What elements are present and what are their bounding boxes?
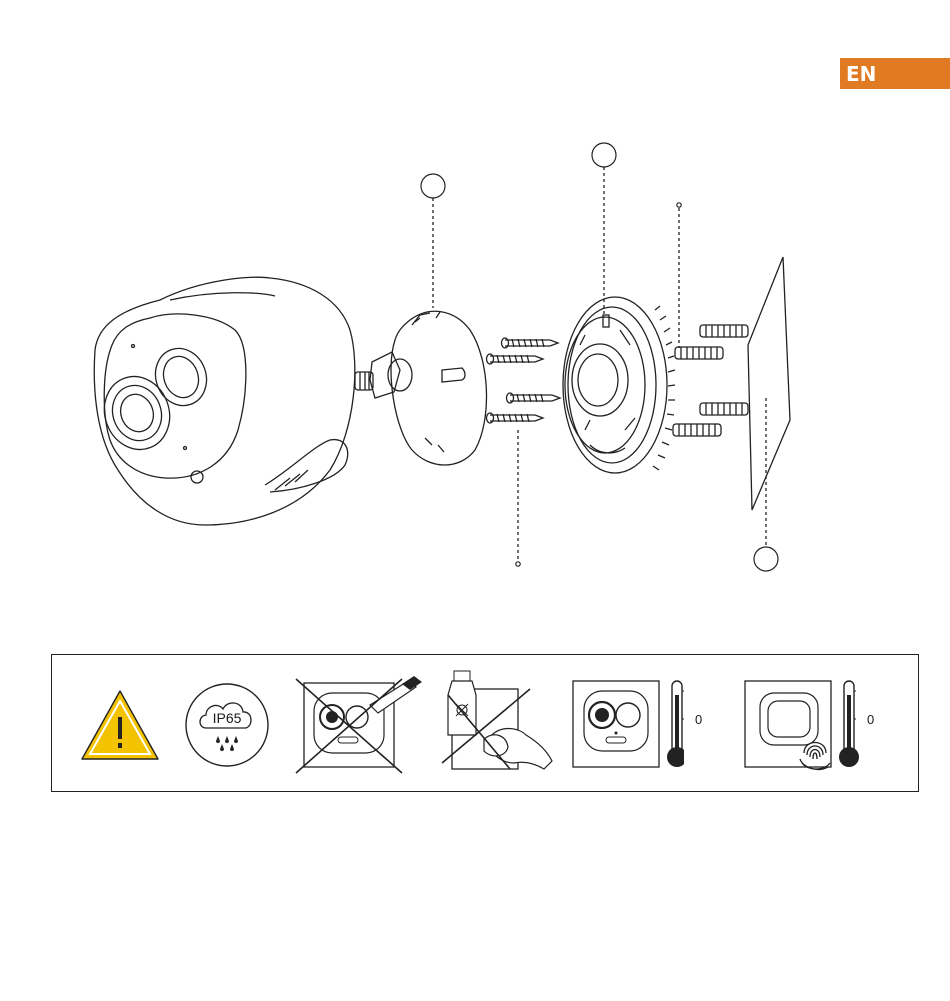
camera-temperature-icon <box>572 679 684 771</box>
installation-diagram <box>0 0 950 650</box>
base-temperature-value: 0 <box>867 712 874 727</box>
callout-marker-2 <box>592 143 616 167</box>
mount-disc <box>391 311 486 465</box>
camera-temperature-value: 0 <box>695 712 702 727</box>
precautions-panel: IP65 0 <box>51 654 919 792</box>
camera-body <box>94 277 355 525</box>
callout-marker-1 <box>421 174 445 198</box>
wall-plugs <box>673 325 748 436</box>
callout-dot-plugs <box>677 203 681 207</box>
warning-icon <box>78 687 162 763</box>
ip-rating-label: IP65 <box>184 710 270 726</box>
callout-dot-screws <box>516 562 520 566</box>
wall-base <box>563 297 675 473</box>
ip65-badge: IP65 <box>184 682 270 768</box>
mount-stud <box>355 352 412 398</box>
no-solvent-icon <box>440 665 560 783</box>
callout-marker-3 <box>754 547 778 571</box>
wall-plane <box>748 257 790 510</box>
screws-short <box>487 338 561 423</box>
no-disassembly-icon <box>290 673 430 777</box>
base-temperature-icon <box>744 679 868 783</box>
